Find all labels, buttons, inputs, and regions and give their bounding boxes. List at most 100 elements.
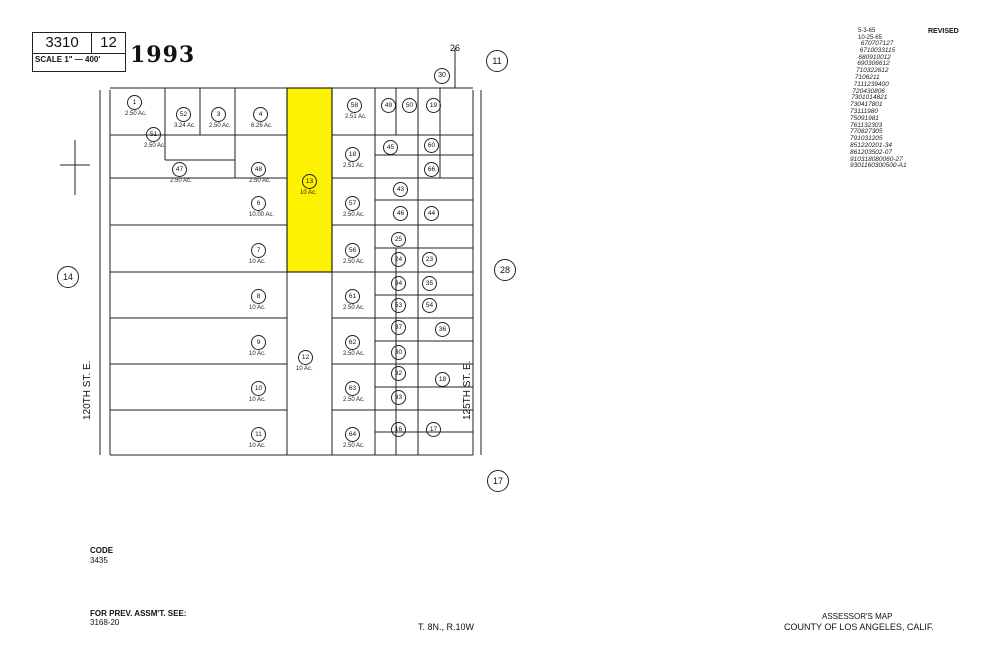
revision-entry: 9301160300500-A1 <box>850 162 907 170</box>
revision-entry: 7106211 <box>854 73 880 81</box>
township-range: T. 8N., R.10W <box>418 622 475 632</box>
parcel-number-58: 58 <box>347 98 362 113</box>
parcel-area-12: 10 Ac. <box>296 366 313 372</box>
parcel-number-30: 30 <box>391 345 406 360</box>
parcel-number-12: 12 <box>298 350 313 365</box>
map-title-line2: COUNTY OF LOS ANGELES, CALIF. <box>784 622 934 632</box>
parcel-number-36: 36 <box>435 322 450 337</box>
parcel-area-9: 10 Ac. <box>249 351 266 357</box>
parcel-number-23: 23 <box>422 252 437 267</box>
map-book-number: 3310 <box>33 33 92 54</box>
map-sheet-box: 3310 12 SCALE 1" — 400' <box>32 32 126 72</box>
parcel-area-58: 2.51 Ac. <box>345 114 367 120</box>
parcel-number-60: 60 <box>424 138 439 153</box>
parcel-number-56: 56 <box>345 243 360 258</box>
revision-entry: 75091981 <box>850 114 879 122</box>
adjacent-page-east: 28 <box>494 259 516 281</box>
parcel-area-1: 2.50 Ac. <box>125 111 147 117</box>
parcel-number-18: 18 <box>345 147 360 162</box>
parcel-number-7: 7 <box>251 243 266 258</box>
parcel-number-43: 43 <box>393 182 408 197</box>
map-page-number: 12 <box>92 33 125 54</box>
parcel-number-18b: 18 <box>435 372 450 387</box>
street-label-east: 125TH ST. E. <box>462 360 473 420</box>
parcel-number-54: 54 <box>422 298 437 313</box>
parcel-number-13: 13 <box>302 174 317 189</box>
map-year: 1993 <box>130 42 196 68</box>
revision-entry: 791031205 <box>850 135 883 143</box>
parcel-number-16: 16 <box>391 422 406 437</box>
parcel-number-24: 24 <box>391 252 406 267</box>
parcel-number-52: 52 <box>176 107 191 122</box>
parcel-number-61: 61 <box>345 289 360 304</box>
parcel-number-64: 64 <box>345 427 360 442</box>
parcel-area-57: 2.50 Ac. <box>343 212 365 218</box>
parcel-area-3: 2.50 Ac. <box>209 123 231 129</box>
parcel-area-47: 2.50 Ac. <box>170 178 192 184</box>
parcel-number-17: 17 <box>426 422 441 437</box>
parcel-number-49: 49 <box>381 98 396 113</box>
parcel-area-61: 2.50 Ac. <box>343 305 365 311</box>
street-label-west: 120TH ST. E. <box>82 360 93 420</box>
parcel-number-33: 33 <box>391 390 406 405</box>
adjacent-page-north-right: 11 <box>486 50 508 72</box>
adjacent-page-south: 17 <box>487 470 509 492</box>
parcel-number-11: 11 <box>251 427 266 442</box>
parcel-number-35: 35 <box>422 276 437 291</box>
map-scale: SCALE 1" — 400' <box>35 55 101 64</box>
parcel-area-48: 2.50 Ac. <box>249 178 271 184</box>
prev-assessment-value: 3168-20 <box>90 618 120 627</box>
parcel-area-56: 2.50 Ac. <box>343 259 365 265</box>
parcel-number-32: 32 <box>391 366 406 381</box>
parcel-area-62: 2.50 Ac. <box>343 351 365 357</box>
parcel-number-50: 50 <box>402 98 417 113</box>
parcel-area-6: 10.00 Ac. <box>249 212 275 218</box>
parcel-number-34: 34 <box>391 276 406 291</box>
map-title-line1: ASSESSOR'S MAP <box>822 612 893 621</box>
revision-entry: 6710033115 <box>859 46 896 54</box>
revised-heading: REVISED <box>928 28 959 35</box>
revision-entry: 7111239400 <box>853 80 889 88</box>
parcel-number-3: 3 <box>211 107 226 122</box>
parcel-area-64: 2.50 Ac. <box>343 443 365 449</box>
parcel-number-47: 47 <box>172 162 187 177</box>
revised-date-1: 5-3-65 <box>858 28 876 34</box>
parcel-number-62: 62 <box>345 335 360 350</box>
code-value: 3435 <box>90 556 108 565</box>
adjacent-page-west: 14 <box>57 266 79 288</box>
parcel-area-7: 10 Ac. <box>249 259 266 265</box>
parcel-number-44: 44 <box>424 206 439 221</box>
revision-entry: 851220201-34 <box>850 141 892 149</box>
parcel-number-63: 63 <box>345 381 360 396</box>
parcel-number-1: 1 <box>127 95 142 110</box>
parcel-area-10: 10 Ac. <box>249 397 266 403</box>
parcel-number-9: 9 <box>251 335 266 350</box>
revision-entry: 910318080060-27 <box>850 155 903 163</box>
revision-entry: 861203502-07 <box>850 148 892 156</box>
adjacent-page-top-small: 30 <box>434 68 450 84</box>
parcel-number-19: 19 <box>426 98 441 113</box>
parcel-area-52: 3.24 Ac. <box>174 123 196 129</box>
revised-date-2: 10-25-65 <box>858 35 883 41</box>
revision-entry: 710322612 <box>856 67 889 75</box>
code-label: CODE <box>90 546 114 555</box>
parcel-number-48: 48 <box>251 162 266 177</box>
revision-entry: 680910012 <box>858 53 891 61</box>
revision-entry: 690306612 <box>857 60 890 68</box>
parcel-number-8: 8 <box>251 289 266 304</box>
parcel-area-11: 10 Ac. <box>249 443 266 449</box>
parcel-number-57: 57 <box>345 196 360 211</box>
parcel-number-4: 4 <box>253 107 268 122</box>
revision-entry: 770827305 <box>850 128 883 136</box>
parcel-area-63: 2.50 Ac. <box>343 397 365 403</box>
parcel-number-37: 37 <box>391 320 406 335</box>
parcel-number-51: 51 <box>146 127 161 142</box>
revision-entry: 730417801 <box>850 101 883 109</box>
parcel-number-46: 46 <box>393 206 408 221</box>
parcel-number-10: 10 <box>251 381 266 396</box>
parcel-area-18: 2.51 Ac. <box>343 163 365 169</box>
parcel-number-45: 45 <box>383 140 398 155</box>
parcel-area-13: 10 Ac. <box>300 190 317 196</box>
